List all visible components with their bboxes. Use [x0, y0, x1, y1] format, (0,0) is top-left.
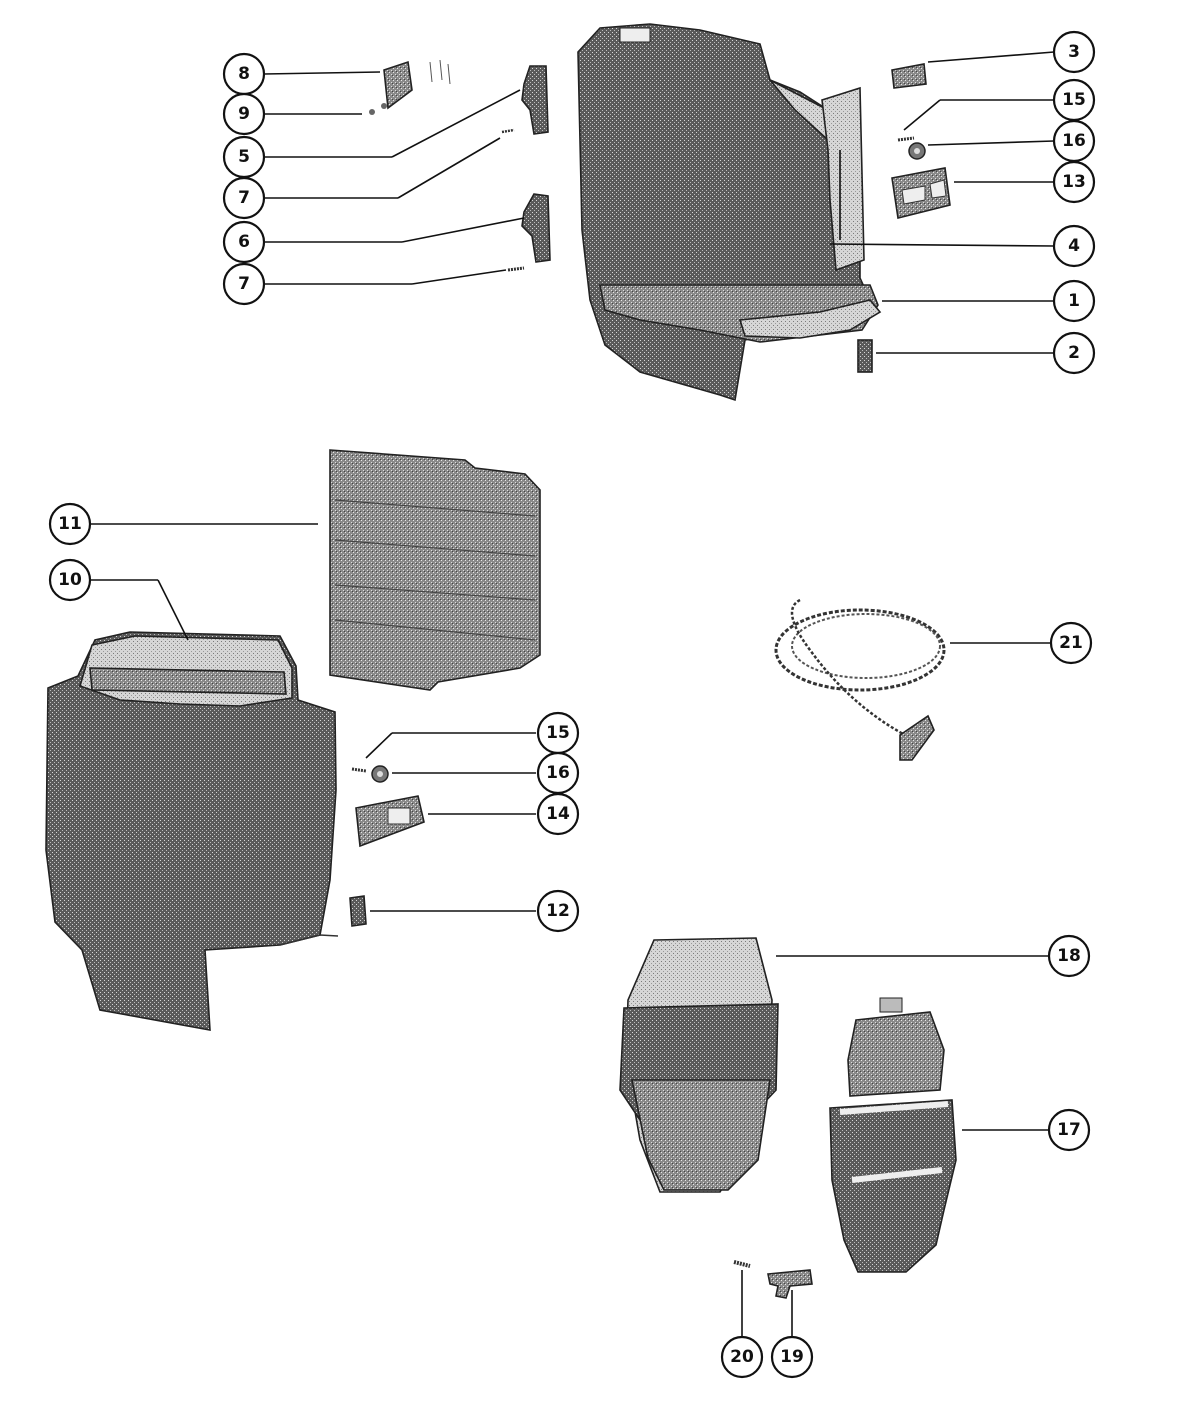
part-18-upper-shroud: [619, 937, 779, 1193]
part-19-bracket: [767, 1269, 813, 1299]
callout-17: 17: [1047, 1108, 1091, 1152]
svg-text:6: 6: [238, 232, 250, 252]
svg-text:3: 3: [1068, 42, 1080, 62]
callout-10: 10: [48, 558, 92, 602]
callout-19: 19: [770, 1335, 814, 1379]
callout-14: 14: [536, 792, 580, 836]
callout-8: 8: [222, 52, 266, 96]
callout-7-upper: 7: [222, 176, 266, 220]
svg-text:8: 8: [238, 64, 250, 84]
part-12-clip: [349, 895, 367, 927]
part-3-decal: [891, 63, 927, 89]
svg-text:12: 12: [546, 901, 570, 921]
callout-9: 9: [222, 92, 266, 136]
svg-text:5: 5: [238, 147, 250, 167]
part-16-grommet-mid: [371, 765, 389, 783]
part-2-pad: [857, 339, 873, 373]
svg-text:15: 15: [546, 723, 570, 743]
part-14-latch: [355, 795, 425, 848]
callout-15-top: 15: [1052, 78, 1096, 122]
callout-13: 13: [1052, 160, 1096, 204]
svg-text:14: 14: [546, 804, 570, 824]
svg-text:20: 20: [730, 1347, 754, 1367]
part-20-screw: [733, 1260, 751, 1268]
svg-text:1: 1: [1068, 291, 1080, 311]
callout-21: 21: [1049, 621, 1093, 665]
part-5-hinge-upper: [521, 65, 549, 135]
svg-text:17: 17: [1057, 1120, 1081, 1140]
part-21-lanyard: [774, 598, 946, 761]
svg-text:4: 4: [1068, 236, 1080, 256]
callout-12: 12: [536, 889, 580, 933]
part-11-cover-liner: [329, 449, 541, 691]
callout-11: 11: [48, 502, 92, 546]
svg-text:16: 16: [1062, 131, 1086, 151]
part-15-screw-top: [897, 136, 915, 142]
leader-lines: [90, 51, 1055, 1336]
part-4-trim-panel: [821, 86, 865, 272]
part-7-screw-lower: [507, 266, 525, 272]
part-13-latch-plate: [891, 167, 951, 219]
svg-text:13: 13: [1062, 172, 1086, 192]
callout-4: 4: [1052, 224, 1096, 268]
part-15-screw-mid: [351, 767, 367, 773]
callout-15-mid: 15: [536, 711, 580, 755]
part-8-bracket: [383, 59, 451, 110]
svg-text:16: 16: [546, 763, 570, 783]
part-1-lower-cowl: [577, 23, 882, 402]
callout-16-mid: 16: [536, 751, 580, 795]
part-9-screw: [369, 103, 387, 115]
svg-text:7: 7: [238, 274, 250, 294]
svg-text:19: 19: [780, 1347, 804, 1367]
svg-text:18: 18: [1057, 946, 1081, 966]
callout-7-lower: 7: [222, 262, 266, 306]
svg-text:21: 21: [1059, 633, 1083, 653]
svg-text:11: 11: [58, 514, 82, 534]
svg-text:9: 9: [238, 104, 250, 124]
callout-2: 2: [1052, 331, 1096, 375]
callout-3: 3: [1052, 30, 1096, 74]
callout-20: 20: [720, 1335, 764, 1379]
part-16-grommet-top: [908, 142, 926, 160]
part-10-top-cowl: [45, 631, 339, 1031]
callout-16-top: 16: [1052, 119, 1096, 163]
part-6-hinge-lower: [521, 193, 551, 263]
callout-5: 5: [222, 135, 266, 179]
svg-text:7: 7: [238, 188, 250, 208]
callout-18: 18: [1047, 934, 1091, 978]
callout-6: 6: [222, 220, 266, 264]
svg-text:2: 2: [1068, 343, 1080, 363]
svg-text:10: 10: [58, 570, 82, 590]
svg-text:15: 15: [1062, 90, 1086, 110]
part-17-lower-shroud: [829, 997, 957, 1273]
callout-1: 1: [1052, 279, 1096, 323]
part-7-screw-upper: [501, 128, 515, 134]
